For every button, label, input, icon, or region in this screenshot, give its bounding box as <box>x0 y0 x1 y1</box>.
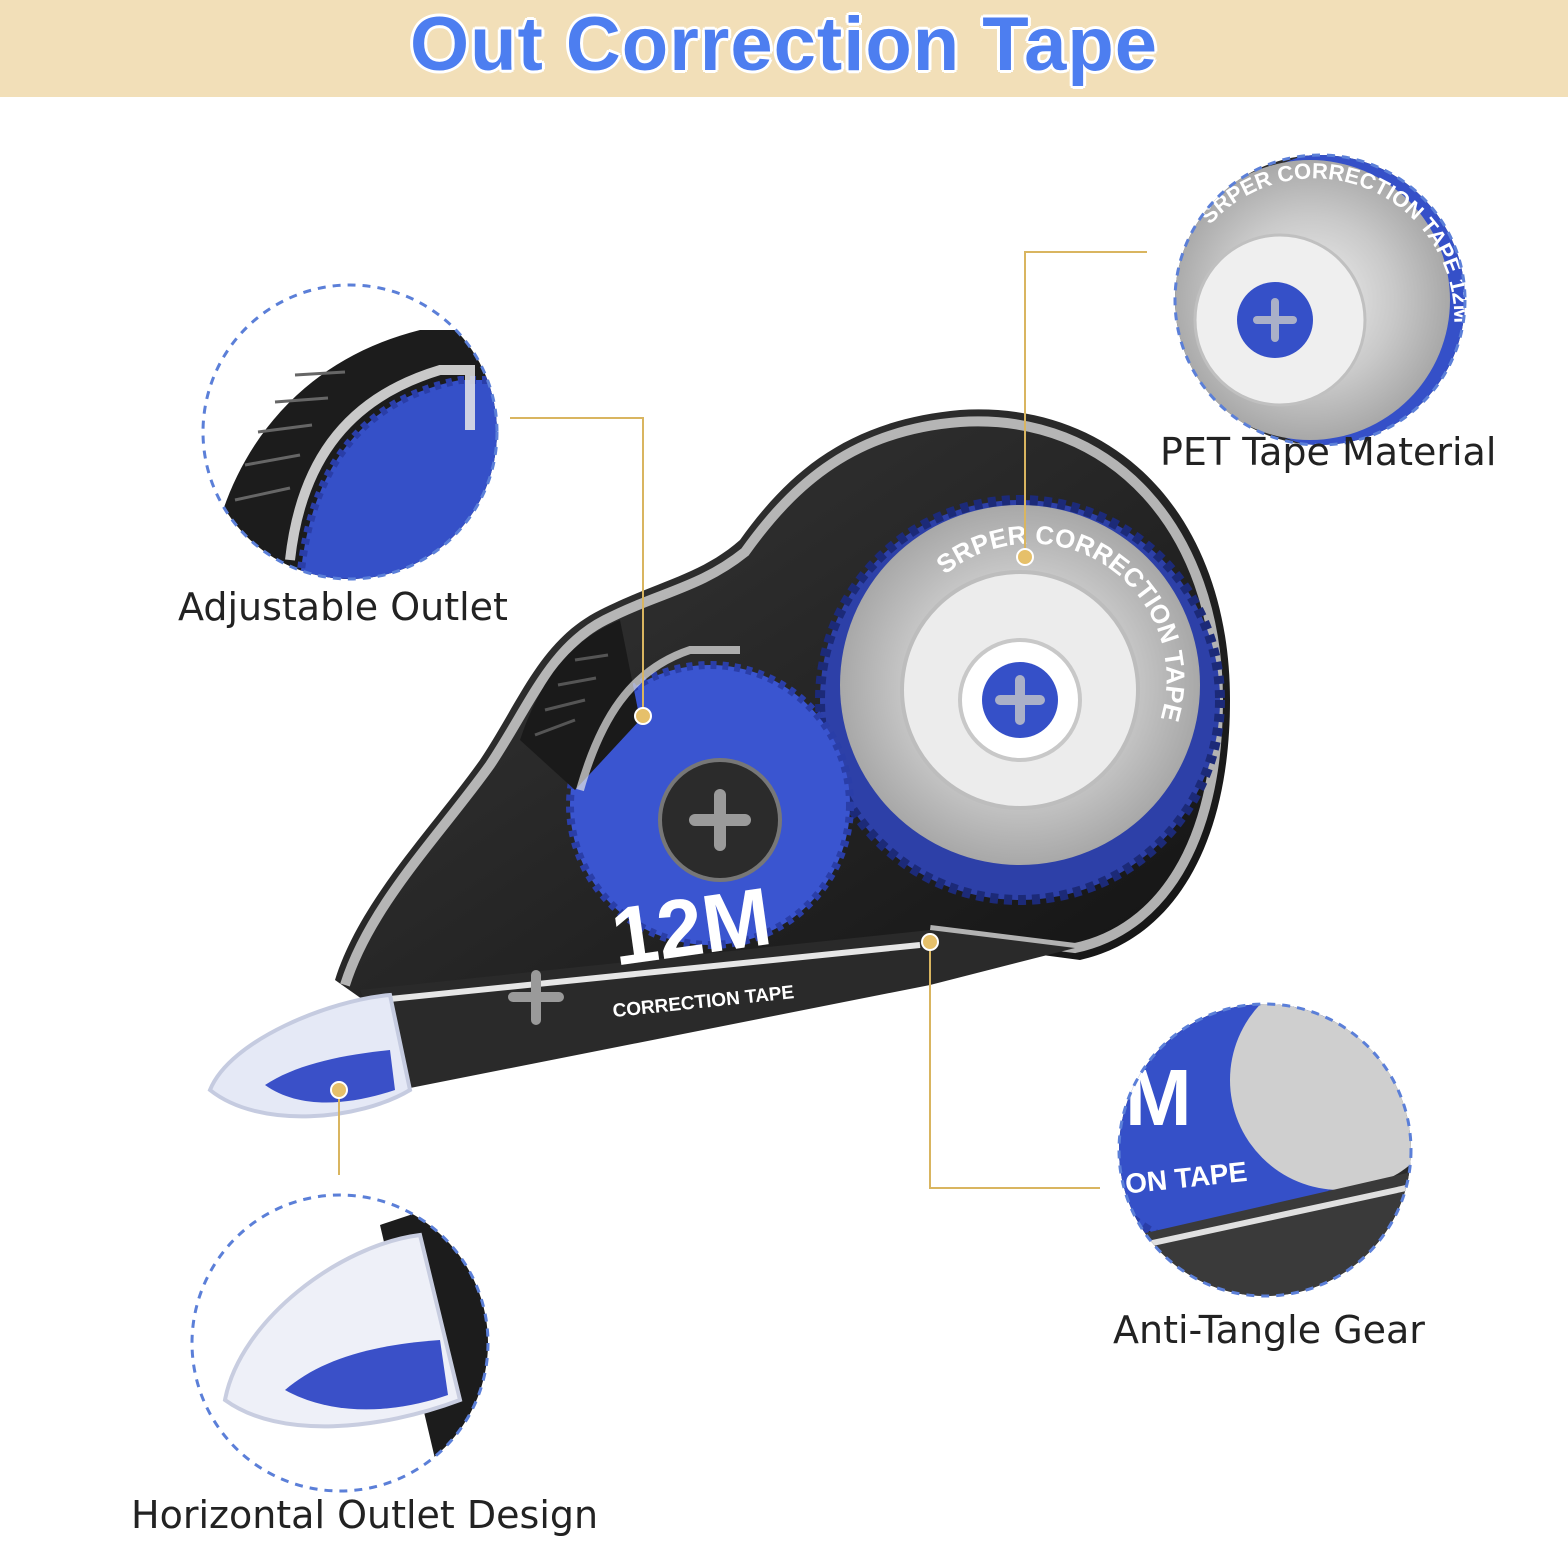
zoom-pet-tape: SRPER CORRECTION TAPE 12M <box>1173 153 1467 447</box>
reel-cross-icon <box>995 675 1045 725</box>
small-gear-teeth <box>566 661 854 949</box>
title-banner: Out Correction Tape <box>0 0 1568 97</box>
horizontal-outlet-design-label: Horizontal Outlet Design <box>131 1493 599 1537</box>
small-gear-cross-icon <box>689 789 751 851</box>
outlet-zoom-frame <box>201 283 499 581</box>
big-12m-label: 12M <box>606 871 777 983</box>
large-gear-teeth <box>815 495 1225 905</box>
grip-ridges <box>520 620 640 790</box>
pet-zoom-frame <box>1173 153 1467 447</box>
grip-ridge-lines <box>534 653 609 737</box>
zoom-anti-tangle-gear: M ON TAPE <box>1117 1002 1413 1298</box>
lower-rail <box>360 930 1075 1090</box>
rail-highlight <box>379 942 921 1003</box>
horizontal-zoom-frame <box>190 1193 490 1493</box>
outlet-tip-blue <box>265 1050 395 1103</box>
plus-mark-icon <box>508 970 564 1025</box>
gear-zoom-big-text: M <box>1125 1053 1192 1142</box>
zoom-adjustable-outlet <box>201 283 499 581</box>
anti-tangle-gear-label: Anti-Tangle Gear <box>1113 1308 1425 1352</box>
gear-zoom-frame <box>1117 1002 1413 1298</box>
zoom-horizontal-outlet <box>190 1193 490 1493</box>
correction-tape-dispenser: SRPER CORRECTION TAPE 12M x 5mm 12M CORR… <box>207 409 1230 1119</box>
clear-shell-edge <box>340 416 1224 987</box>
outlet-clip <box>576 646 740 792</box>
leader-dots <box>330 548 1034 1099</box>
page-title: Out Correction Tape <box>409 2 1159 87</box>
adjustable-outlet-label: Adjustable Outlet <box>178 585 508 629</box>
pet-tape-material-label: PET Tape Material <box>1160 430 1497 474</box>
leader-lines <box>338 251 1147 1189</box>
